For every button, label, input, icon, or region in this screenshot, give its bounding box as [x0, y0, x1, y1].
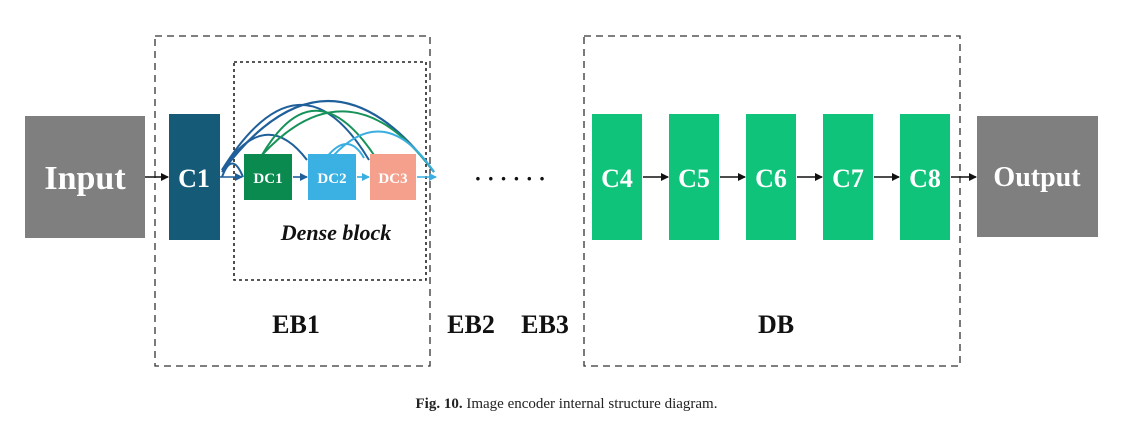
c8-label: C8 [909, 164, 941, 193]
dense-block-label: Dense block [280, 220, 392, 245]
c5-box [669, 114, 719, 240]
eb1-label: EB1 [272, 310, 320, 339]
eb3-label: EB3 [521, 310, 569, 339]
dense-arc-dc1-dc3 [261, 109, 377, 159]
dense-block-region [233, 61, 427, 281]
c1-box [169, 114, 220, 240]
figure-caption-text: Image encoder internal structure diagram… [466, 396, 718, 412]
c7-box [823, 114, 873, 240]
dense-arc-dc2-dc3 [325, 143, 365, 159]
c8-box [900, 114, 950, 240]
dc1-label: DC1 [253, 171, 282, 187]
output-box [977, 116, 1098, 237]
dc3-box [370, 154, 416, 200]
figure-caption: Fig. 10. Image encoder internal structur… [0, 396, 1133, 413]
eb2-label: EB2 [447, 310, 495, 339]
dc3-label: DC3 [378, 171, 407, 187]
dc2-box [308, 154, 356, 200]
c4-label: C4 [601, 164, 633, 193]
figure-number: Fig. 10. [415, 396, 463, 412]
c7-label: C7 [832, 164, 864, 193]
dense-arc-dc2-out [332, 130, 435, 173]
c1-label: C1 [178, 164, 210, 193]
output-label: Output [993, 162, 1081, 193]
ellipsis: · · · · · · [474, 166, 546, 191]
dense-arc-c1-dc3 [221, 104, 370, 171]
dc1-box [244, 154, 292, 200]
c5-label: C5 [678, 164, 710, 193]
c4-box [592, 114, 642, 240]
c6-box [746, 114, 796, 240]
eb1-region [154, 35, 431, 367]
c6-label: C6 [755, 164, 787, 193]
db-label: DB [758, 310, 794, 339]
db-region [583, 35, 961, 367]
input-box [25, 116, 145, 238]
dc2-label: DC2 [317, 171, 346, 187]
input-label: Input [44, 160, 126, 197]
